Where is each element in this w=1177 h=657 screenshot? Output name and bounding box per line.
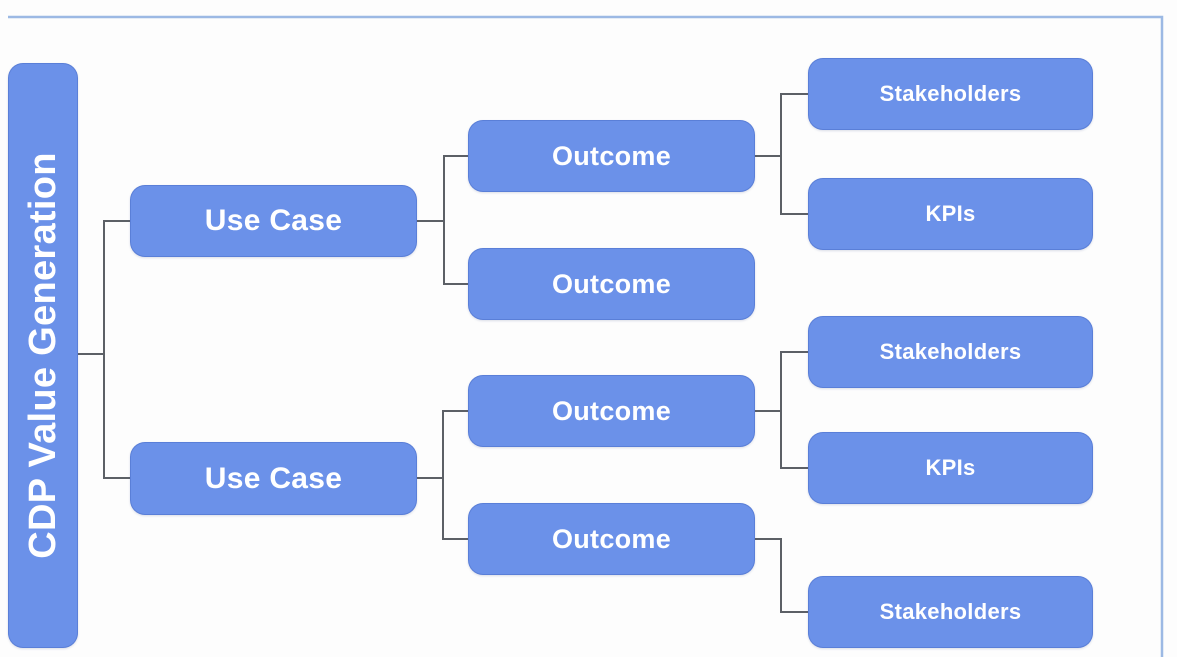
node-use-case-2: Use Case — [130, 442, 417, 515]
node-outcome-1-label: Outcome — [551, 140, 672, 171]
node-stakeholders-2: Stakeholders — [808, 316, 1093, 388]
connector-outcome4-to-leaf — [755, 538, 808, 613]
node-stakeholders-1-label: Stakeholders — [879, 81, 1022, 106]
node-outcome-3: Outcome — [468, 375, 755, 447]
node-outcome-4: Outcome — [468, 503, 755, 575]
node-root: CDP Value Generation — [8, 63, 78, 648]
node-stakeholders-1: Stakeholders — [808, 58, 1093, 130]
node-outcome-3-label: Outcome — [551, 395, 672, 426]
node-outcome-4-label: Outcome — [551, 523, 672, 554]
node-stakeholders-3: Stakeholders — [808, 576, 1093, 648]
node-use-case-1: Use Case — [130, 185, 417, 257]
node-stakeholders-3-label: Stakeholders — [879, 599, 1022, 624]
node-stakeholders-2-label: Stakeholders — [879, 339, 1022, 364]
node-kpis-1: KPIs — [808, 178, 1093, 250]
node-kpis-2: KPIs — [808, 432, 1093, 504]
node-outcome-1: Outcome — [468, 120, 755, 192]
connector-outcome3-to-leaves — [755, 351, 808, 469]
node-kpis-1-label: KPIs — [925, 201, 976, 226]
slide-frame-border — [8, 15, 1164, 657]
node-use-case-2-label: Use Case — [204, 461, 343, 495]
connector-usecase2-to-outcomes — [417, 410, 468, 540]
connector-outcome1-to-leaves — [755, 93, 808, 215]
node-outcome-2: Outcome — [468, 248, 755, 320]
node-outcome-2-label: Outcome — [551, 268, 672, 299]
node-root-label: CDP Value Generation — [21, 152, 64, 559]
node-use-case-1-label: Use Case — [204, 204, 343, 237]
connector-root-to-use-cases — [78, 220, 130, 479]
connector-usecase1-to-outcomes — [417, 155, 468, 285]
node-kpis-2-label: KPIs — [925, 455, 976, 480]
